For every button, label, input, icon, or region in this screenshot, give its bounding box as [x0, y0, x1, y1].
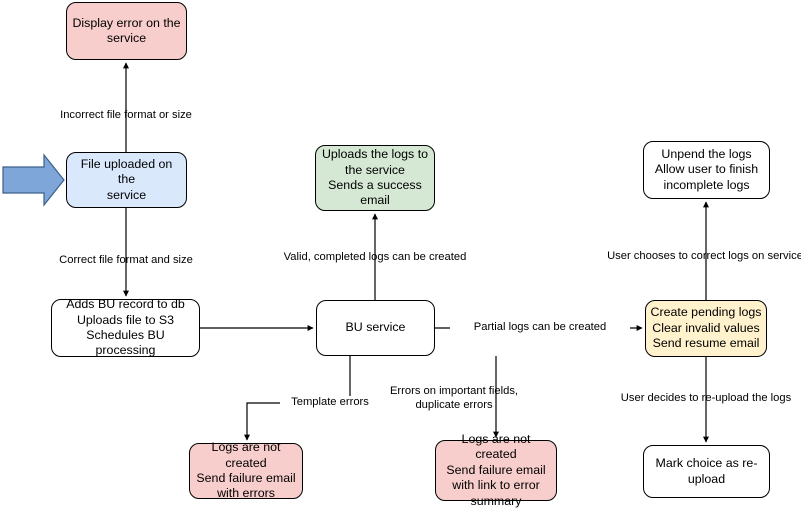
node-create-pending-logs[interactable]: Create pending logs Clear invalid values… [645, 300, 767, 357]
node-adds-bu-record[interactable]: Adds BU record to db Uploads file to S3 … [51, 297, 200, 357]
node-logs-not-created-template[interactable]: Logs are not created Send failure email … [189, 440, 303, 500]
node-file-uploaded[interactable]: File uploaded on the service [66, 152, 187, 208]
edge-label-valid-completed: Valid, completed logs can be created [283, 251, 467, 263]
edge-label-partial-logs: Partial logs can be created [450, 321, 630, 335]
node-unpend-logs[interactable]: Unpend the logs Allow user to finish inc… [643, 141, 770, 199]
edge-label-correct-format: Correct file format and size [59, 254, 193, 266]
edge-label-errors-important: Errors on important fields, duplicate er… [389, 385, 519, 411]
entry-pointer-arrow [2, 153, 65, 207]
node-logs-not-created-summary[interactable]: Logs are not created Send failure email … [435, 432, 557, 508]
node-mark-choice[interactable]: Mark choice as re- upload [643, 445, 770, 498]
edge-label-incorrect-format: Incorrect file format or size [60, 109, 192, 121]
node-uploads-logs[interactable]: Uploads the logs to the service Sends a … [315, 145, 435, 211]
edge-label-user-corrects: User chooses to correct logs on service [607, 250, 801, 262]
node-bu-service[interactable]: BU service [316, 300, 435, 356]
edge-label-user-reuploads: User decides to re-upload the logs [620, 392, 792, 404]
node-display-error[interactable]: Display error on the service [66, 2, 187, 60]
edge-label-template-errors: Template errors [280, 396, 380, 410]
